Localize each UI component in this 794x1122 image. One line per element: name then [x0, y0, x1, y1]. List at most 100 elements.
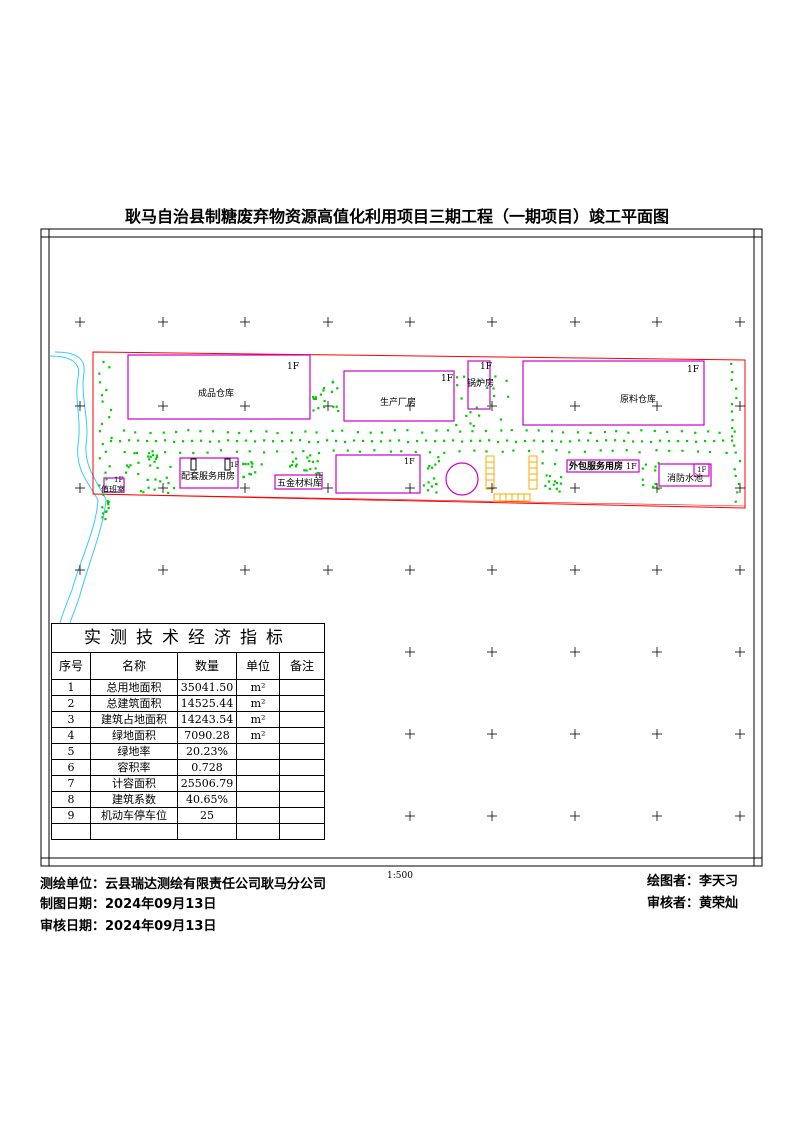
tree-dot [638, 451, 641, 454]
header-name: 名称 [90, 652, 178, 680]
cell-unit: m² [236, 679, 280, 696]
tree-dot [734, 451, 737, 454]
tree-dot [238, 431, 241, 435]
draw-date: 制图日期：2024年09月13日 [40, 897, 217, 912]
tree-dot [250, 465, 253, 468]
tree-dot [654, 465, 657, 468]
building-unnamed [335, 454, 421, 494]
tree-dot [128, 439, 131, 442]
tree-dot [553, 463, 557, 466]
tree-dot [98, 457, 101, 460]
tree-dot [106, 500, 109, 503]
tree-dot [731, 435, 734, 438]
tree-dot [308, 459, 311, 463]
tree-dot [98, 484, 101, 487]
tree-dot [524, 439, 527, 443]
tree-dot [551, 439, 554, 442]
tree-dot [548, 475, 552, 478]
tree-dot [568, 451, 571, 454]
tree-dot [263, 439, 266, 442]
tree-dot [135, 451, 138, 455]
tree-dot [560, 476, 563, 479]
grid-crosses [75, 317, 745, 821]
tree-dot [302, 450, 305, 453]
header-unit: 单位 [236, 652, 280, 680]
tree-dot [291, 460, 295, 463]
tree-dot [191, 439, 194, 442]
tree-dot [733, 444, 736, 447]
frame-ticks [41, 229, 762, 866]
tree-dot [470, 439, 473, 442]
tree-dot [583, 450, 586, 453]
tree-dot [406, 429, 409, 432]
tree-dot [475, 406, 478, 409]
tree-dot [179, 451, 182, 454]
parking-area [485, 455, 538, 502]
tree-dot [659, 439, 662, 442]
building-chengpin [127, 354, 311, 420]
tree-dot [555, 487, 558, 490]
tree-dot [169, 465, 172, 468]
building-wujin [274, 474, 323, 490]
tree-dot [471, 430, 474, 433]
site-boundary-inner [92, 493, 746, 507]
cell-unit: m² [236, 727, 280, 744]
tree-dot [428, 451, 432, 454]
tree-dot [505, 379, 508, 382]
tree-dot [562, 431, 565, 434]
tree-dot [139, 490, 143, 493]
tree-dot [500, 429, 503, 432]
tree-dot [694, 431, 697, 434]
tree-dot [265, 430, 268, 433]
tree-dot [249, 473, 252, 476]
tree-dot [101, 516, 104, 519]
tree-dot [541, 450, 544, 453]
tree-dot [104, 518, 107, 521]
tree-dot [146, 478, 149, 481]
tree-dot [153, 488, 156, 491]
tree-dot [486, 386, 489, 390]
tree-dot [725, 451, 728, 454]
tree-dot [142, 491, 145, 494]
tree-dot [623, 439, 626, 442]
tree-dot [306, 456, 309, 459]
map-title: 耿马自治县制糖废弃物资源高值化利用项目三期工程（一期项目）竣工平面图 [124, 207, 669, 226]
tree-dot [248, 450, 251, 453]
tree-dot [589, 431, 592, 434]
header-note: 备注 [279, 652, 325, 680]
drafter: 绘图者：李天习 [647, 874, 739, 889]
tree-dot [331, 429, 334, 432]
tree-dot [554, 480, 557, 483]
tree-dot [147, 486, 150, 489]
tree-dot [182, 440, 185, 443]
cell-name: 绿地率 [90, 743, 178, 760]
building-zhiban [103, 477, 125, 493]
tree-dot [173, 440, 176, 443]
cell-no: 3 [51, 711, 91, 728]
tree-dot [108, 416, 111, 419]
tree-dot [353, 439, 356, 442]
tree-dot [335, 439, 338, 443]
site-boundary [92, 351, 746, 509]
label-wujin: 五金材料库 [277, 477, 322, 489]
tree-dot [435, 482, 438, 486]
greenery [98, 360, 742, 521]
tree-dot [510, 429, 513, 432]
tree-dot [559, 482, 563, 485]
tree-dot [677, 440, 680, 443]
tree-dot [605, 439, 608, 442]
tree-dot [443, 439, 446, 442]
tree-dot [137, 461, 140, 464]
building-shengchan [343, 370, 455, 422]
tree-dot [281, 440, 284, 443]
tree-dot [625, 449, 628, 452]
tree-dot [123, 429, 126, 432]
tree-dot [696, 450, 700, 453]
tree-dot [428, 465, 431, 468]
tree-dot [627, 431, 630, 434]
cell-note [279, 711, 325, 728]
tree-dot [435, 491, 438, 494]
